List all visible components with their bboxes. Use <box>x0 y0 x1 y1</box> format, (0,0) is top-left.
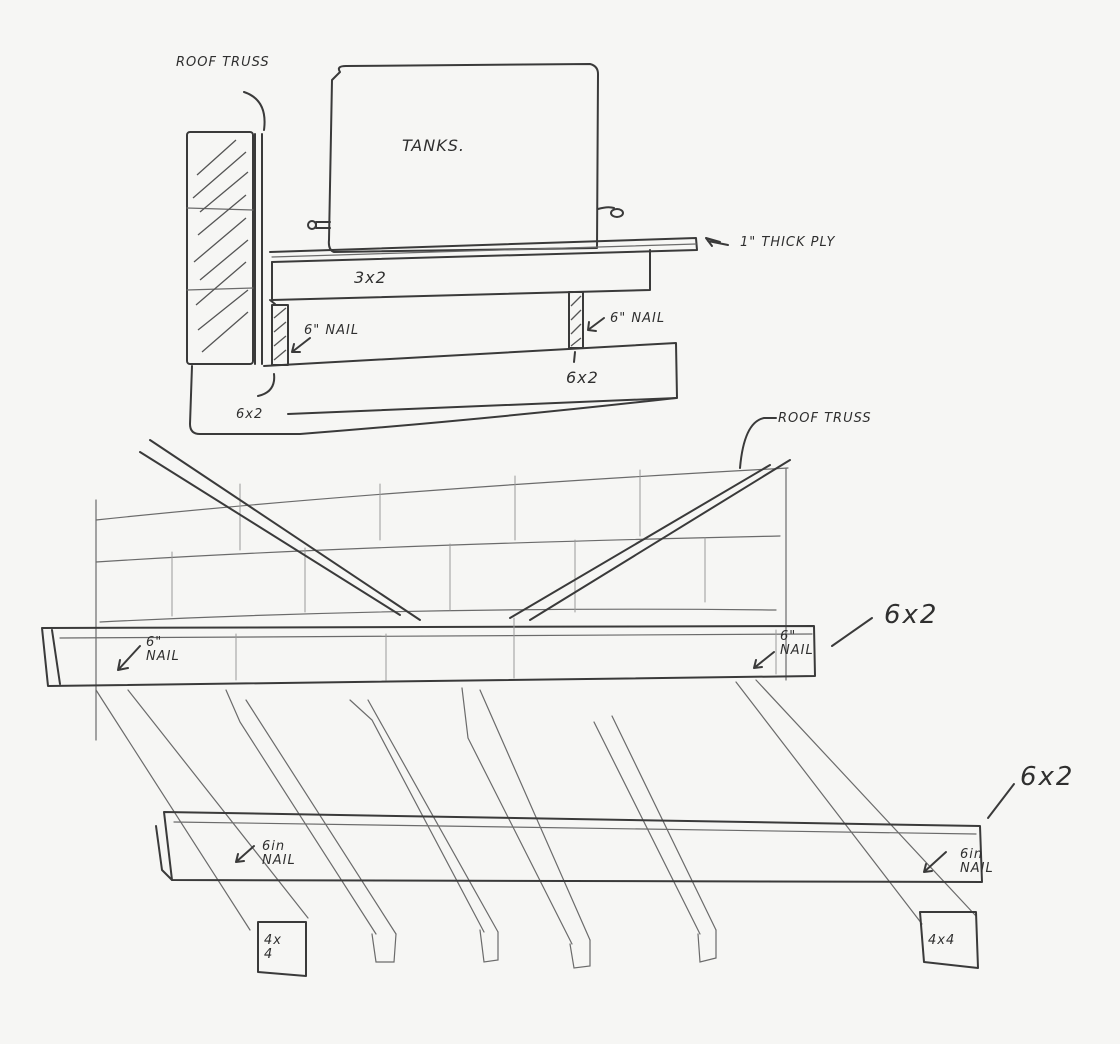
upper-beam-size-label: 6x2 <box>884 600 939 630</box>
upper-beam-6x2 <box>41 617 873 687</box>
joist-6x2 <box>263 342 678 415</box>
lower-nail-left-label: 6in NAIL <box>262 839 296 868</box>
roof-truss-label-2: ROOF TRUSS <box>778 411 872 426</box>
lower-nail-right-label: 6in NAIL <box>960 847 994 876</box>
truss-section-6x2-label: 6x2 <box>236 407 264 422</box>
perspective-view <box>41 417 1015 977</box>
rail-3x2 <box>269 249 651 305</box>
truss-leader <box>243 91 266 131</box>
nail-block-right <box>568 291 605 349</box>
lower-beam-size-label: 6x2 <box>1020 762 1075 792</box>
rafters <box>95 679 977 969</box>
roof-boards <box>95 467 789 741</box>
post-left-label: 4x 4 <box>264 933 282 962</box>
ply-label: 1" THICK PLY <box>740 235 836 250</box>
joist-6x2-label: 6x2 <box>566 368 599 387</box>
truss-diagonals <box>139 439 791 621</box>
truss-base-6x2 <box>189 365 677 435</box>
roof-truss-label: ROOF TRUSS <box>176 55 270 70</box>
upper-nail-left-label: 6" NAIL <box>146 635 180 664</box>
tanks-label: TANKS. <box>402 136 465 155</box>
post-right-label: 4x4 <box>928 933 956 948</box>
nail-right-label: 6" NAIL <box>610 311 666 326</box>
nail-left-label: 6" NAIL <box>304 323 360 338</box>
upper-nail-right-label: 6" NAIL <box>780 629 814 658</box>
tanks-box <box>307 63 624 253</box>
rail-3x2-label: 3x2 <box>354 268 387 287</box>
post-left-4x4 <box>257 921 307 977</box>
roof-truss-section <box>186 131 263 365</box>
lower-beam-6x2 <box>155 783 1015 883</box>
side-view <box>186 63 729 435</box>
truss-leader-2 <box>739 417 777 469</box>
post-right-4x4 <box>919 911 979 969</box>
ply-sheet <box>269 237 729 263</box>
